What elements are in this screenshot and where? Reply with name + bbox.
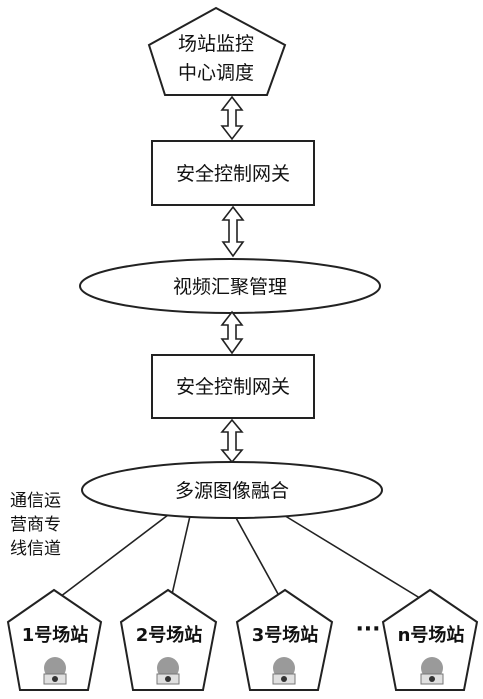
station-node: n号场站 (381, 588, 479, 691)
channel-label-line1: 通信运 (10, 491, 61, 511)
station-3-shape (235, 588, 334, 691)
gateway-bottom-label: 安全控制网关 (176, 376, 290, 398)
station-1-label: 1号场站 (22, 624, 89, 646)
gateway-bottom-node: 安全控制网关 (151, 354, 315, 419)
channel-label-line3: 线信道 (10, 539, 61, 559)
channel-links (47, 513, 429, 607)
link-station-2 (169, 515, 191, 604)
station-3-label: 3号场站 (252, 624, 319, 646)
bidirectional-arrow (220, 418, 244, 464)
gateway-top-label: 安全控制网关 (176, 163, 290, 185)
station-1-shape (6, 588, 103, 691)
station-n-label: n号场站 (398, 624, 465, 646)
station-2-label: 2号场站 (136, 624, 203, 646)
station-node: 3号场站 (235, 588, 334, 691)
station-n-shape (381, 588, 479, 691)
gateway-bottom-box (151, 354, 315, 419)
channel-label: 通信运 营商专 线信道 (10, 491, 61, 559)
video-aggregation-node: 视频汇聚管理 (79, 258, 381, 314)
station-node: 1号场站 (6, 588, 103, 691)
bidirectional-arrow (220, 95, 244, 141)
channel-label-line2: 营商专 (10, 515, 61, 535)
camera-icon (272, 657, 296, 685)
ellipsis-indicator: ··· (355, 617, 380, 642)
camera-icon (156, 657, 180, 685)
link-station-n (281, 513, 429, 604)
video-aggregation-ellipse (79, 258, 381, 314)
station-node: 2号场站 (119, 588, 218, 691)
fusion-ellipse (81, 461, 383, 519)
station-2-shape (119, 588, 218, 691)
dispatch-center-shape (147, 6, 287, 96)
gateway-top-box (151, 140, 315, 206)
dispatch-center-node: 场站监控 中心调度 (147, 6, 287, 96)
camera-icon (420, 657, 444, 685)
video-aggregation-label: 视频汇聚管理 (173, 276, 287, 298)
bidirectional-arrow (220, 310, 244, 355)
fusion-label: 多源图像融合 (175, 480, 289, 502)
link-station-3 (234, 515, 284, 604)
bidirectional-arrow (221, 205, 245, 258)
gateway-top-node: 安全控制网关 (151, 140, 315, 206)
fusion-node: 多源图像融合 (81, 461, 383, 519)
dispatch-center-label-line2: 中心调度 (178, 62, 254, 84)
link-station-1 (47, 514, 169, 607)
camera-icon (43, 657, 67, 685)
dispatch-center-label-line1: 场站监控 (178, 33, 254, 55)
